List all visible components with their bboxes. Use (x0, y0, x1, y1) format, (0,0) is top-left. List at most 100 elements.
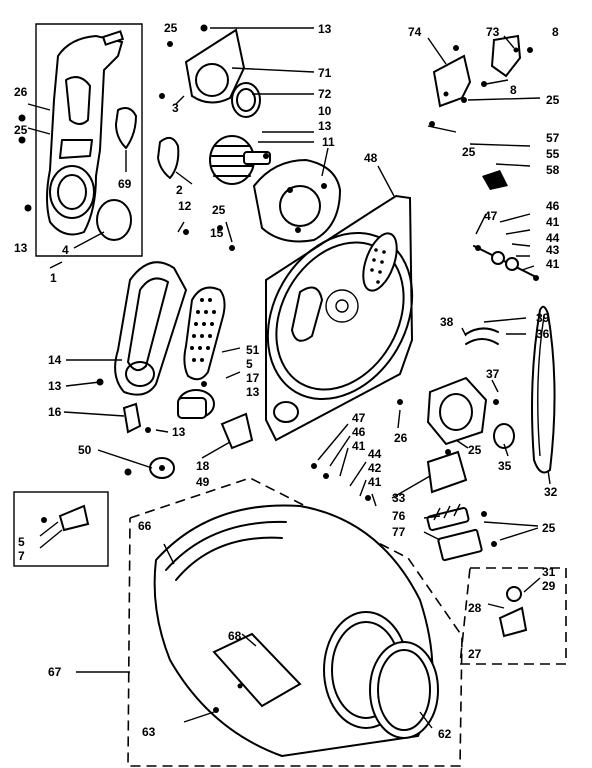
callout-13: 13 (172, 425, 186, 439)
callout-47: 47 (484, 209, 498, 223)
callout-13: 13 (318, 119, 332, 133)
callout-31: 31 (542, 565, 556, 579)
bracket-73 (490, 34, 522, 78)
callout-10: 10 (318, 104, 332, 118)
callout-5: 5 (18, 535, 25, 549)
blower-wheel-10 (209, 135, 271, 185)
callout-25: 25 (164, 21, 178, 35)
bracket-38 (465, 327, 499, 345)
kit-box-5-7 (13, 491, 109, 567)
callout-25: 25 (462, 145, 476, 159)
callout-38: 38 (440, 315, 454, 329)
gasket-69 (115, 107, 137, 149)
callout-25: 25 (14, 123, 28, 137)
callout-33: 33 (392, 491, 406, 505)
leader-lines (27, 27, 551, 729)
callout-46: 46 (546, 199, 560, 213)
callout-76: 76 (392, 509, 406, 523)
callout-25: 25 (542, 521, 556, 535)
callout-49: 49 (196, 475, 210, 489)
callout-41: 41 (368, 475, 382, 489)
bracket-18 (220, 412, 254, 450)
callout-48: 48 (364, 151, 378, 165)
blower-housing-11 (252, 158, 342, 243)
shaft-assembly-41 (473, 245, 539, 279)
callout-63: 63 (142, 725, 156, 739)
callout-58: 58 (546, 163, 560, 177)
callout-42: 42 (368, 461, 382, 475)
callout-55: 55 (546, 147, 560, 161)
callout-2: 2 (176, 183, 183, 197)
callout-26: 26 (394, 431, 408, 445)
callout-29: 29 (542, 579, 556, 593)
callout-66: 66 (138, 519, 152, 533)
callout-13: 13 (246, 385, 260, 399)
callout-44: 44 (546, 231, 560, 245)
callout-7: 7 (18, 549, 25, 563)
callout-69: 69 (118, 177, 132, 191)
callout-51: 51 (246, 343, 260, 357)
callout-57: 57 (546, 131, 560, 145)
callout-25: 25 (546, 93, 560, 107)
callout-25: 25 (212, 203, 226, 217)
callout-62: 62 (438, 727, 452, 741)
callout-13: 13 (14, 241, 28, 255)
callout-73: 73 (486, 25, 500, 39)
callout-11: 11 (322, 135, 335, 149)
heater-76 (426, 503, 470, 531)
callout-3: 3 (172, 101, 179, 115)
heater-77 (437, 528, 483, 562)
callout-18: 18 (196, 459, 210, 473)
callout-16: 16 (48, 405, 62, 419)
callout-36: 36 (536, 327, 550, 341)
idler-50-49 (149, 457, 175, 479)
callout-4: 4 (62, 243, 69, 257)
lint-screen-51 (183, 286, 226, 381)
callout-35: 35 (498, 459, 512, 473)
callout-47: 47 (352, 411, 366, 425)
callout-13: 13 (318, 22, 332, 36)
callout-13: 13 (48, 379, 62, 393)
callout-8: 8 (510, 83, 517, 97)
callout-39: 39 (536, 311, 550, 325)
callout-5: 5 (246, 357, 253, 371)
callout-25: 25 (468, 443, 482, 457)
callout-15: 15 (210, 226, 224, 240)
callout-68: 68 (228, 629, 242, 643)
thermostat-57 (482, 170, 508, 190)
callout-12: 12 (178, 199, 192, 213)
callout-17: 17 (246, 371, 260, 385)
callout-71: 71 (318, 66, 332, 80)
bracket-33 (426, 450, 468, 494)
fan-housing-71 (184, 28, 246, 104)
callout-43: 43 (546, 243, 560, 257)
callout-74: 74 (408, 25, 422, 39)
callout-46: 46 (352, 425, 366, 439)
callout-32: 32 (544, 485, 558, 499)
callout-72: 72 (318, 87, 332, 101)
callout-41: 41 (352, 439, 366, 453)
drive-component-17 (177, 389, 215, 419)
front-panel-group (35, 23, 143, 257)
gasket-4 (96, 199, 132, 241)
gasket-2 (157, 136, 180, 179)
lint-duct-14 (114, 261, 188, 396)
callout-1: 1 (50, 271, 57, 285)
callout-77: 77 (392, 525, 406, 539)
callout-67: 67 (48, 665, 62, 679)
callout-50: 50 (78, 443, 92, 457)
seal-ring-72 (231, 82, 261, 118)
roller-bracket-16 (122, 402, 142, 434)
fasteners (18, 24, 539, 713)
callout-28: 28 (468, 601, 482, 615)
callout-14: 14 (48, 353, 62, 367)
motor-assembly (426, 376, 488, 446)
callout-41: 41 (546, 257, 560, 271)
drive-belt-32 (531, 305, 556, 474)
rear-bulkhead-48 (265, 194, 414, 442)
callout-labels: 25 13 71 72 3 10 13 11 26 25 69 2 12 25 … (14, 21, 560, 741)
callout-37: 37 (486, 367, 500, 381)
callout-44: 44 (368, 447, 382, 461)
callout-8: 8 (552, 25, 559, 39)
